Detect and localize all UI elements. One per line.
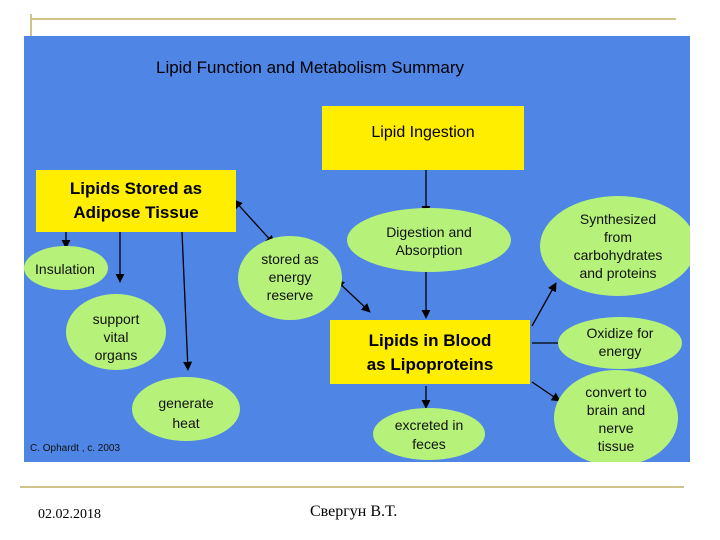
node-oxidize-line-2: energy: [599, 343, 642, 359]
top-rule: [30, 18, 676, 20]
credit-text: C. Ophardt , c. 2003: [30, 443, 120, 454]
arrow-stored-reserve: [233, 199, 275, 245]
arrow-stored-to-heat: [181, 231, 193, 371]
box-lipids-in-blood-line-1: Lipids in Blood: [369, 331, 492, 350]
node-heat-line-1: generate: [158, 395, 213, 411]
node-digestion-absorption: Digestion and Absorption: [347, 208, 511, 272]
diagram-title: Lipid Function and Metabolism Summary: [156, 58, 465, 77]
left-rule: [30, 14, 32, 36]
node-synthesized-line-3: carbohydrates: [574, 247, 663, 263]
node-heat-line-2: heat: [172, 415, 199, 431]
node-synthesized-line-4: and proteins: [579, 265, 656, 281]
box-lipids-stored: Lipids Stored as Adipose Tissue: [36, 170, 236, 232]
node-reserve-line-3: reserve: [267, 287, 314, 303]
node-generate-heat: generate heat: [132, 377, 240, 441]
box-lipids-stored-line-2: Adipose Tissue: [73, 203, 198, 222]
arrow-blood-to-convert: [531, 381, 561, 402]
node-insulation: Insulation: [24, 246, 108, 290]
bottom-rule: [20, 486, 684, 488]
node-synthesized-line-1: Synthesized: [580, 211, 656, 227]
node-support-vital-organs: support vital organs: [66, 294, 166, 370]
node-convert-line-3: nerve: [598, 420, 633, 436]
arrow-blood-to-synthesized: [531, 282, 557, 327]
box-lipids-stored-line-1: Lipids Stored as: [70, 179, 202, 198]
node-synthesized-line-2: from: [604, 229, 632, 245]
box-lipids-in-blood: Lipids in Blood as Lipoproteins: [330, 320, 530, 384]
node-stored-energy-reserve: stored as energy reserve: [238, 236, 342, 320]
node-oxidize-energy: Oxidize for energy: [558, 317, 682, 369]
node-digestion-line-1: Digestion and: [386, 224, 472, 240]
node-convert-line-2: brain and: [587, 402, 645, 418]
node-oxidize-line-1: Oxidize for: [587, 325, 654, 341]
node-reserve-line-1: stored as: [261, 251, 319, 267]
arrow-reserve-blood: [335, 279, 371, 313]
node-excreted-feces: excreted in feces: [373, 408, 485, 460]
node-convert-brain-nerve: convert to brain and nerve tissue: [554, 370, 678, 462]
node-synthesized: Synthesized from carbohydrates and prote…: [540, 196, 690, 296]
node-digestion-line-2: Absorption: [396, 242, 463, 258]
box-lipid-ingestion-label: Lipid Ingestion: [371, 124, 474, 141]
node-support-line-2: vital: [104, 329, 129, 345]
diagram-canvas: Lipid Function and Metabolism Summary Li…: [24, 58, 690, 462]
box-lipids-in-blood-line-2: as Lipoproteins: [367, 355, 494, 374]
node-excreted-line-1: excreted in: [395, 417, 463, 433]
node-reserve-line-2: energy: [269, 269, 312, 285]
footer-date: 02.02.2018: [38, 507, 101, 522]
diagram-panel: Lipid Function and Metabolism Summary Li…: [24, 36, 690, 462]
footer-author: Свергун В.Т.: [310, 503, 398, 520]
box-lipid-ingestion: Lipid Ingestion: [322, 106, 524, 170]
node-convert-line-1: convert to: [585, 384, 647, 400]
node-support-line-3: organs: [95, 347, 138, 363]
node-insulation-line-1: Insulation: [35, 261, 95, 277]
node-excreted-line-2: feces: [412, 436, 445, 452]
node-convert-line-4: tissue: [598, 438, 635, 454]
node-support-line-1: support: [93, 311, 140, 327]
